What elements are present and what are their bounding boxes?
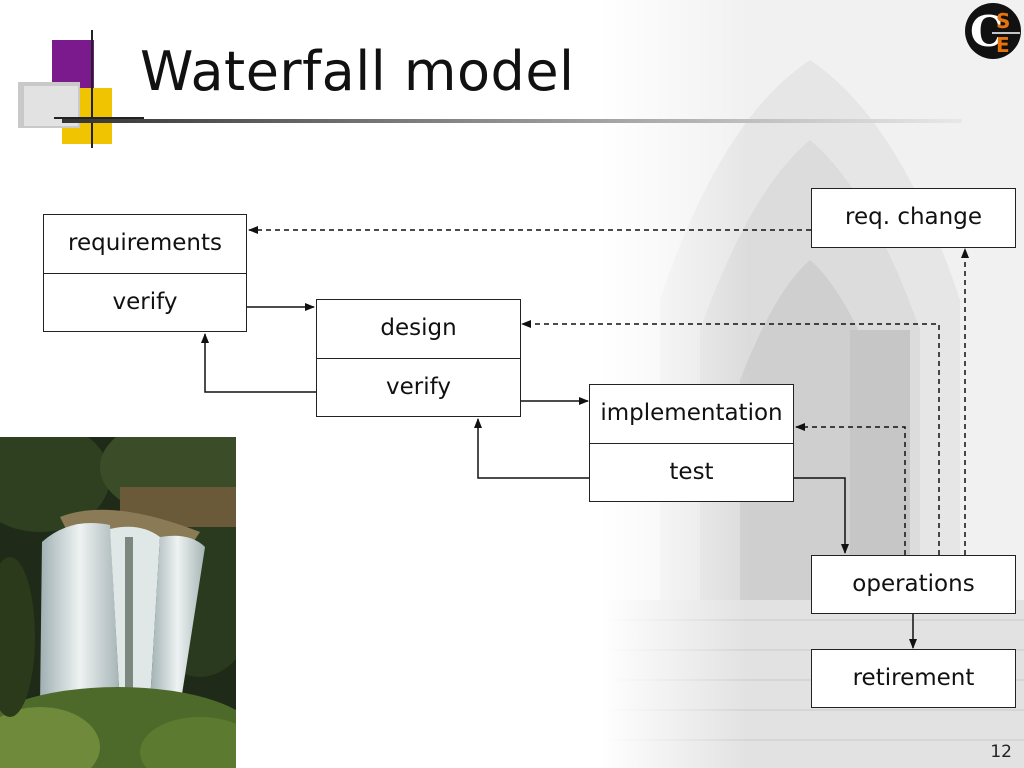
retirement-box: retirement xyxy=(811,649,1016,708)
dashed-operations-to-design xyxy=(521,320,940,555)
design-box: design verify xyxy=(316,299,521,417)
waterfall-photo xyxy=(0,437,236,768)
logo-letter-e: E xyxy=(996,33,1010,57)
cse-logo-icon: C S E xyxy=(965,3,1021,59)
page-number: 12 xyxy=(990,742,1012,762)
requirements-verify-label: verify xyxy=(44,273,246,331)
design-label: design xyxy=(380,315,457,341)
implementation-test-label: test xyxy=(590,443,793,501)
logo-letter-s: S xyxy=(996,9,1010,33)
arrow-design-back-to-requirements xyxy=(201,333,316,393)
requirements-label: requirements xyxy=(68,230,222,256)
implementation-label: implementation xyxy=(600,400,783,426)
logo-letter-c: C xyxy=(970,7,1003,56)
req-change-box: req. change xyxy=(811,188,1016,248)
dashed-operations-to-implementation xyxy=(795,423,906,555)
title-underline xyxy=(62,119,962,123)
page-title: Waterfall model xyxy=(140,40,575,103)
requirements-box: requirements verify xyxy=(43,214,247,332)
implementation-box: implementation test xyxy=(589,384,794,502)
arrow-test-back-to-design xyxy=(474,418,589,479)
arrow-test-to-operations xyxy=(794,477,849,554)
operations-box: operations xyxy=(811,555,1016,614)
design-verify-label: verify xyxy=(317,358,520,416)
title-decoration xyxy=(18,30,144,148)
